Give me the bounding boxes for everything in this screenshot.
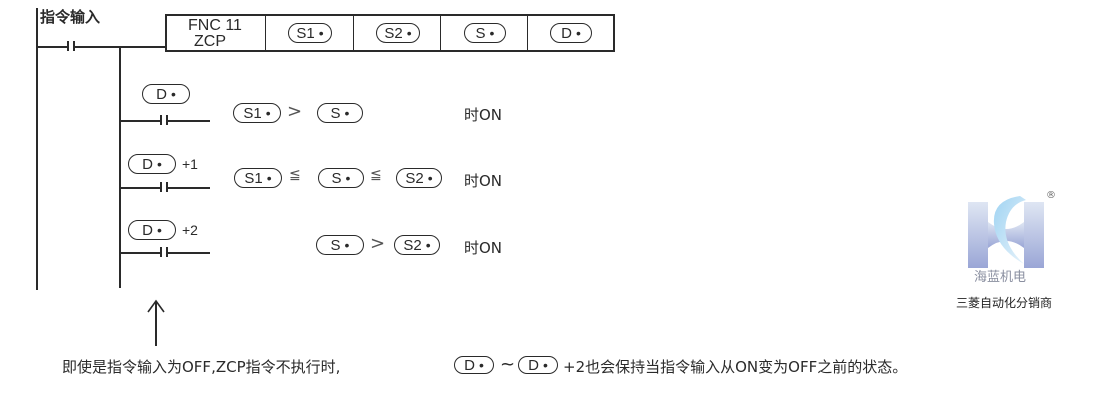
operand-s1: S1• <box>288 23 332 43</box>
row1-mid-s: S• <box>317 103 363 123</box>
zcp-function-block <box>165 14 615 52</box>
row3-rhs-s2: S2• <box>394 235 440 255</box>
output-d2-contact-icon <box>160 247 168 257</box>
fb-divider-2 <box>353 14 354 52</box>
output-row2-wire-left <box>120 187 160 189</box>
operand-s2: S2• <box>376 23 420 43</box>
row2-op-le-2: ≦ <box>370 167 382 183</box>
output-d1-offset: +1 <box>182 156 198 172</box>
output-row3-wire-left <box>120 252 160 254</box>
input-rung-wire-left <box>37 46 67 48</box>
operand-s: S• <box>464 23 506 43</box>
logo-tagline: 三菱自动化分销商 <box>956 296 1053 310</box>
note-text-part1: 即使是指令输入为OFF,ZCP指令不执行时, <box>62 358 341 376</box>
fb-divider-3 <box>440 14 441 52</box>
fnc-mnemonic: ZCP <box>194 33 226 50</box>
output-d2-label: D• <box>128 220 176 240</box>
row3-mid-s: S• <box>316 235 364 255</box>
operand-d: D• <box>550 23 592 43</box>
left-power-rail <box>36 8 38 290</box>
output-d1-label: D• <box>128 154 176 174</box>
row1-result: 时ON <box>464 106 503 124</box>
note-tilde: ~ <box>500 354 516 375</box>
row2-op-le-1: ≦ <box>289 167 301 183</box>
output-d1-contact-icon <box>160 182 168 192</box>
fb-divider-1 <box>265 14 266 52</box>
output-d-label: D• <box>142 84 190 104</box>
row1-lhs-s1: S1• <box>233 103 281 123</box>
output-row3-wire-right <box>168 252 210 254</box>
output-row1-wire-right <box>168 120 210 122</box>
input-contact-icon <box>67 41 75 51</box>
row3-result: 时ON <box>464 239 503 257</box>
output-d2-offset: +2 <box>182 222 198 238</box>
note-arrow-shaft <box>155 302 157 346</box>
row2-mid-s: S• <box>318 168 364 188</box>
output-row1-wire-left <box>120 120 160 122</box>
output-d-contact-icon <box>160 115 168 125</box>
row3-op-greater: > <box>370 233 386 254</box>
instruction-input-label: 指令输入 <box>40 8 101 26</box>
note-range-from-d: D• <box>454 356 494 374</box>
output-row2-wire-right <box>168 187 210 189</box>
fnc-number: FNC 11 <box>188 17 242 34</box>
row2-lhs-s1: S1• <box>234 168 282 188</box>
logo-company-name: 海蓝机电 <box>974 270 1027 285</box>
note-text-part2: +2也会保持当指令输入从ON变为OFF之前的状态。 <box>563 358 908 376</box>
registered-mark: ® <box>1046 190 1056 201</box>
row2-rhs-s2: S2• <box>396 168 442 188</box>
logo-mark-icon <box>968 196 1044 268</box>
fb-divider-4 <box>527 14 528 52</box>
arrow-up-icon <box>147 299 165 313</box>
row2-result: 时ON <box>464 172 503 190</box>
company-logo: ® 海蓝机电 <box>962 190 1056 302</box>
note-range-to-d: D• <box>518 356 558 374</box>
output-bus <box>119 46 121 288</box>
row1-op-greater: > <box>287 101 303 122</box>
